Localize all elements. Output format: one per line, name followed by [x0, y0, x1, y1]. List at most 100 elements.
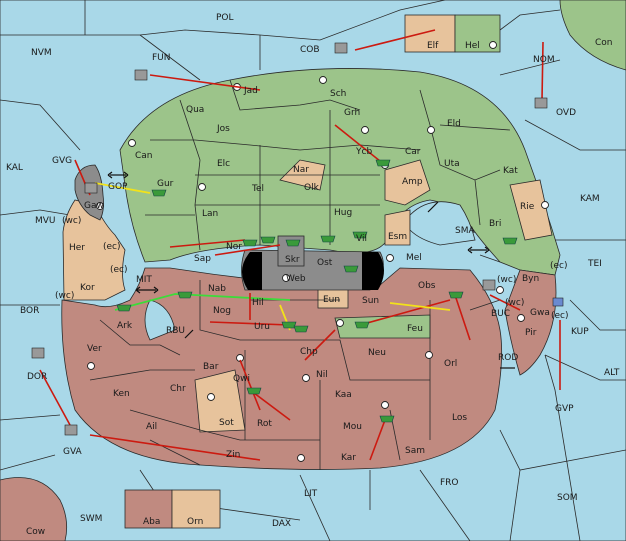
province-con[interactable]: [559, 0, 626, 71]
ring-east-red[interactable]: [504, 269, 557, 376]
label-ost: Ost: [317, 258, 333, 268]
label-amp: Amp: [402, 177, 423, 187]
label-ec2: (ec): [550, 261, 568, 271]
label-jos: Jos: [216, 124, 230, 134]
fleet-dor: [31, 347, 45, 359]
province-orn[interactable]: [171, 489, 221, 529]
label-rbu: RBU: [166, 326, 185, 336]
label-mit: MIT: [136, 275, 152, 285]
label-gop: GOP: [108, 182, 128, 192]
label-sch: Sch: [330, 89, 346, 99]
army-feu: [354, 321, 370, 329]
province-amp[interactable]: [384, 159, 431, 206]
label-grh: Grh: [344, 108, 360, 118]
label-ec4: (ec): [551, 311, 569, 321]
label-aba: Aba: [143, 517, 160, 527]
label-lit: LIT: [304, 489, 318, 499]
label-eun: Eun: [323, 295, 340, 305]
army-bri: [502, 237, 518, 245]
province-rie[interactable]: [509, 179, 553, 241]
label-ark: Ark: [117, 321, 133, 331]
ring-west-tan[interactable]: [62, 199, 126, 301]
label-bri: Bri: [489, 219, 501, 229]
label-lan: Lan: [202, 209, 218, 219]
label-kor: Kor: [80, 283, 95, 293]
label-nog: Nog: [213, 306, 231, 316]
label-hel: Hel: [465, 41, 480, 51]
label-con: Con: [595, 38, 613, 48]
label-can: Can: [135, 151, 153, 161]
label-car: Car: [405, 147, 421, 157]
label-feu: Feu: [407, 324, 423, 334]
fleet-ovd: [534, 97, 548, 109]
label-neu: Neu: [368, 348, 386, 358]
label-bar: Bar: [203, 362, 219, 372]
fleet-gva: [64, 424, 78, 436]
label-wc1: (wc): [62, 216, 81, 226]
label-skr: Skr: [285, 255, 300, 265]
label-nab: Nab: [208, 284, 226, 294]
label-kar: Kar: [341, 453, 356, 463]
label-kam: KAM: [580, 194, 600, 204]
label-ycb: Ycb: [355, 147, 372, 157]
label-orl: Orl: [444, 359, 457, 369]
province-aba[interactable]: [124, 489, 173, 529]
label-gwa: Gwa: [530, 308, 550, 318]
label-sot: Sot: [219, 418, 234, 428]
label-dor: DOR: [27, 372, 47, 382]
sea-rbu[interactable]: [144, 299, 176, 341]
army-nab: [177, 291, 193, 299]
label-qua: Qua: [186, 105, 204, 115]
label-kup: KUP: [571, 327, 589, 337]
label-cow: Cow: [26, 527, 45, 537]
label-nvm: NVM: [31, 48, 52, 58]
label-mvu: MVU: [35, 216, 56, 226]
label-ec1: (ec): [103, 242, 121, 252]
army-mel: [352, 231, 368, 239]
label-gva: GVA: [63, 447, 83, 457]
label-elf: Elf: [427, 41, 439, 51]
fleet-gaw: [84, 182, 98, 194]
sea-sma[interactable]: [409, 201, 476, 246]
label-tei: TEI: [587, 259, 602, 269]
label-chr: Chr: [170, 384, 186, 394]
label-web: Web: [286, 274, 306, 284]
label-gaw: Gaw: [84, 201, 104, 211]
fleet-gwa: [552, 297, 564, 307]
label-sam: Sam: [405, 446, 425, 456]
label-tel: Tel: [251, 184, 264, 194]
label-gur: Gur: [157, 179, 174, 189]
label-som: SOM: [557, 493, 578, 503]
army-nor2: [260, 236, 276, 244]
label-nom: NOM: [533, 55, 555, 65]
ring-north-green[interactable]: [119, 68, 561, 276]
army-uru: [281, 321, 297, 329]
label-pir: Pir: [525, 328, 537, 338]
army-gur: [151, 189, 167, 197]
fleet-fun: [134, 69, 148, 81]
army-nor: [242, 239, 258, 247]
label-kat: Kat: [503, 166, 518, 176]
label-mel: Mel: [406, 253, 422, 263]
label-wc3: (wc): [55, 291, 74, 301]
label-ec3: (ec): [110, 265, 128, 275]
label-bor: BOR: [20, 306, 39, 316]
label-cob: COB: [300, 45, 320, 55]
province-cow[interactable]: [0, 477, 68, 541]
label-kal: KAL: [6, 163, 23, 173]
label-elc: Elc: [217, 159, 230, 169]
label-wc4: (wc): [505, 298, 524, 308]
fleet-buc: [482, 279, 496, 291]
label-hil: Hil: [252, 298, 264, 308]
fleet-cob: [334, 42, 348, 54]
army-mou: [379, 415, 395, 423]
coast-arrows: [107, 171, 515, 369]
label-sap: Sap: [194, 254, 211, 264]
label-dax: DAX: [272, 519, 291, 529]
province-esm[interactable]: [384, 209, 411, 246]
label-rod: ROD: [498, 353, 518, 363]
label-pol: POL: [216, 13, 234, 23]
label-nar: Nar: [293, 165, 309, 175]
label-rot: Rot: [257, 419, 272, 429]
label-nil: Nil: [316, 370, 328, 380]
